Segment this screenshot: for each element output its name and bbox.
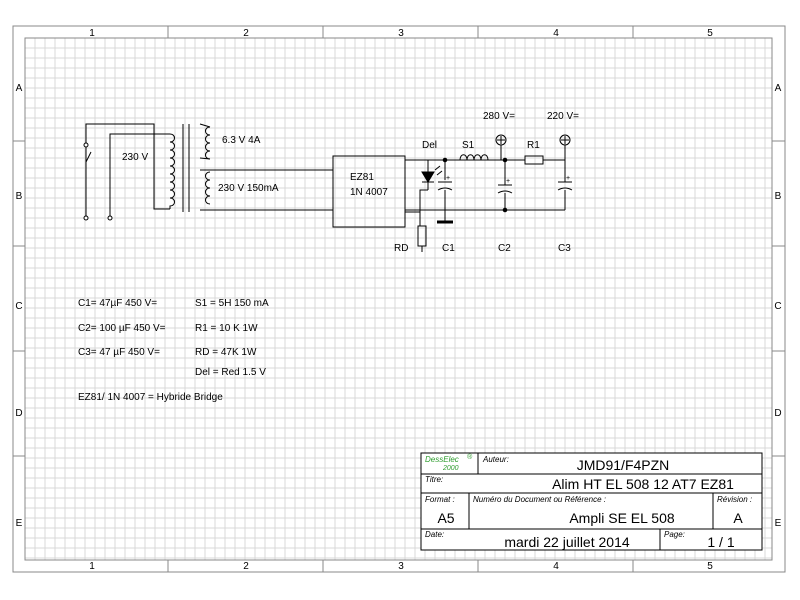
logo: DessElec [425, 455, 459, 464]
col-label-top: 5 [707, 28, 713, 39]
row-label-right: B [775, 191, 782, 202]
row-label-right: C [774, 301, 781, 312]
mains-voltage-label: 230 V [122, 152, 148, 163]
capacitor-c3-label: C3 [558, 243, 571, 254]
page-label: Page: [664, 530, 685, 539]
part-bridge: EZ81/ 1N 4007 = Hybride Bridge [78, 392, 223, 403]
svg-text:+: + [506, 178, 510, 185]
date-value: mardi 22 juillet 2014 [504, 534, 630, 550]
row-label-left: C [15, 301, 22, 312]
rectifier-label-2: 1N 4007 [350, 187, 388, 198]
row-label-left: D [15, 408, 22, 419]
led-label: Del [422, 140, 437, 151]
part-s1: S1 = 5H 150 mA [195, 298, 269, 309]
doc-label: Numéro du Document ou Référence : [473, 495, 606, 504]
col-label-top: 2 [243, 28, 249, 39]
col-label-bottom: 2 [243, 561, 249, 572]
part-r1: R1 = 10 K 1W [195, 323, 258, 334]
format-label: Format : [425, 495, 455, 504]
resistor-rd-label: RD [394, 243, 408, 254]
choke-label: S1 [462, 140, 475, 151]
svg-text:+: + [566, 175, 570, 182]
revision-value: A [733, 510, 743, 526]
row-label-left: A [16, 83, 23, 94]
auteur-label: Auteur: [482, 455, 509, 464]
date-label: Date: [425, 530, 444, 539]
titre-value: Alim HT EL 508 12 AT7 EZ81 [552, 476, 734, 492]
col-label-bottom: 5 [707, 561, 713, 572]
part-del: Del = Red 1.5 V [195, 367, 266, 378]
col-label-top: 1 [89, 28, 95, 39]
titre-label: Titre: [425, 475, 443, 484]
row-label-right: A [775, 83, 782, 94]
part-c2: C2= 100 µF 450 V= [78, 323, 166, 334]
part-c1: C1= 47µF 450 V= [78, 298, 157, 309]
revision-label: Révision : [717, 495, 752, 504]
doc-value: Ampli SE EL 508 [569, 510, 675, 526]
outer-frame [12, 25, 786, 573]
row-label-right: E [775, 518, 782, 529]
part-c3: C3= 47 µF 450 V= [78, 347, 160, 358]
voltage-280-label: 280 V= [483, 111, 515, 122]
logo-mark: ® [467, 453, 473, 461]
page-value: 1 / 1 [707, 534, 734, 550]
ht-winding-label: 230 V 150mA [218, 183, 279, 194]
inner-frame [24, 37, 773, 561]
col-label-top: 4 [553, 28, 559, 39]
capacitor-c2-label: C2 [498, 243, 511, 254]
circuit-wiring [83, 123, 573, 252]
svg-text:+: + [446, 175, 450, 182]
col-label-bottom: 1 [89, 561, 95, 572]
col-label-bottom: 3 [398, 561, 404, 572]
part-rd: RD = 47K 1W [195, 347, 257, 358]
capacitor-c1-label: C1 [442, 243, 455, 254]
col-label-bottom: 4 [553, 561, 559, 572]
auteur-value: JMD91/F4PZN [577, 457, 670, 473]
voltage-220-label: 220 V= [547, 111, 579, 122]
rectifier-label: EZ81 [350, 172, 374, 183]
title-block: DessElec ® 2000 Auteur: Titre: Format : … [420, 452, 763, 551]
format-value: A5 [437, 510, 454, 526]
drawing-grid [24, 37, 772, 560]
resistor-r1-label: R1 [527, 140, 540, 151]
row-label-left: E [16, 518, 23, 529]
row-label-right: D [774, 408, 781, 419]
ruler [13, 26, 785, 572]
heater-winding-label: 6.3 V 4A [222, 135, 261, 146]
col-label-top: 3 [398, 28, 404, 39]
parts-list: C1= 47µF 450 V= C2= 100 µF 450 V= C3= 47… [78, 298, 269, 403]
row-label-left: B [16, 191, 23, 202]
logo-year: 2000 [442, 465, 459, 472]
polarity-marks: + + + [446, 175, 570, 185]
